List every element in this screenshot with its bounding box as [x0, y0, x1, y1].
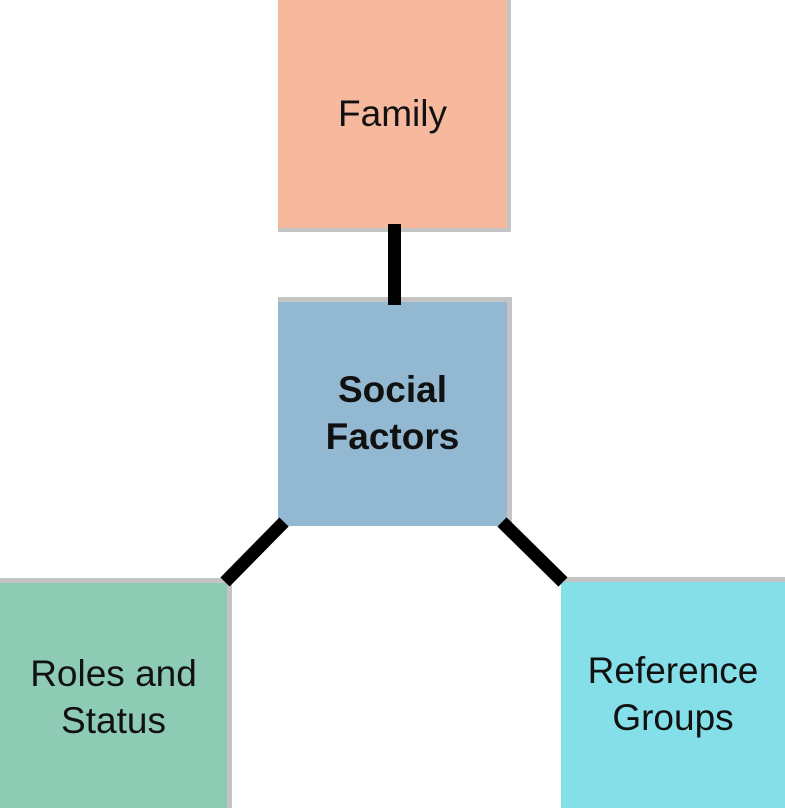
edge-social-roles [220, 517, 289, 587]
node-reference-groups-label: Reference Groups [587, 650, 759, 738]
node-social-factors: Social Factors [278, 297, 512, 526]
node-reference-groups: Reference Groups [561, 577, 785, 808]
node-roles-and-status-label: Roles and Status [30, 653, 197, 741]
edge-social-reference [497, 517, 568, 587]
node-roles-and-status: Roles and Status [0, 578, 232, 808]
node-family-label: Family [338, 92, 447, 134]
node-family: Family [278, 0, 511, 232]
node-social-factors-label: Social Factors [325, 369, 460, 457]
